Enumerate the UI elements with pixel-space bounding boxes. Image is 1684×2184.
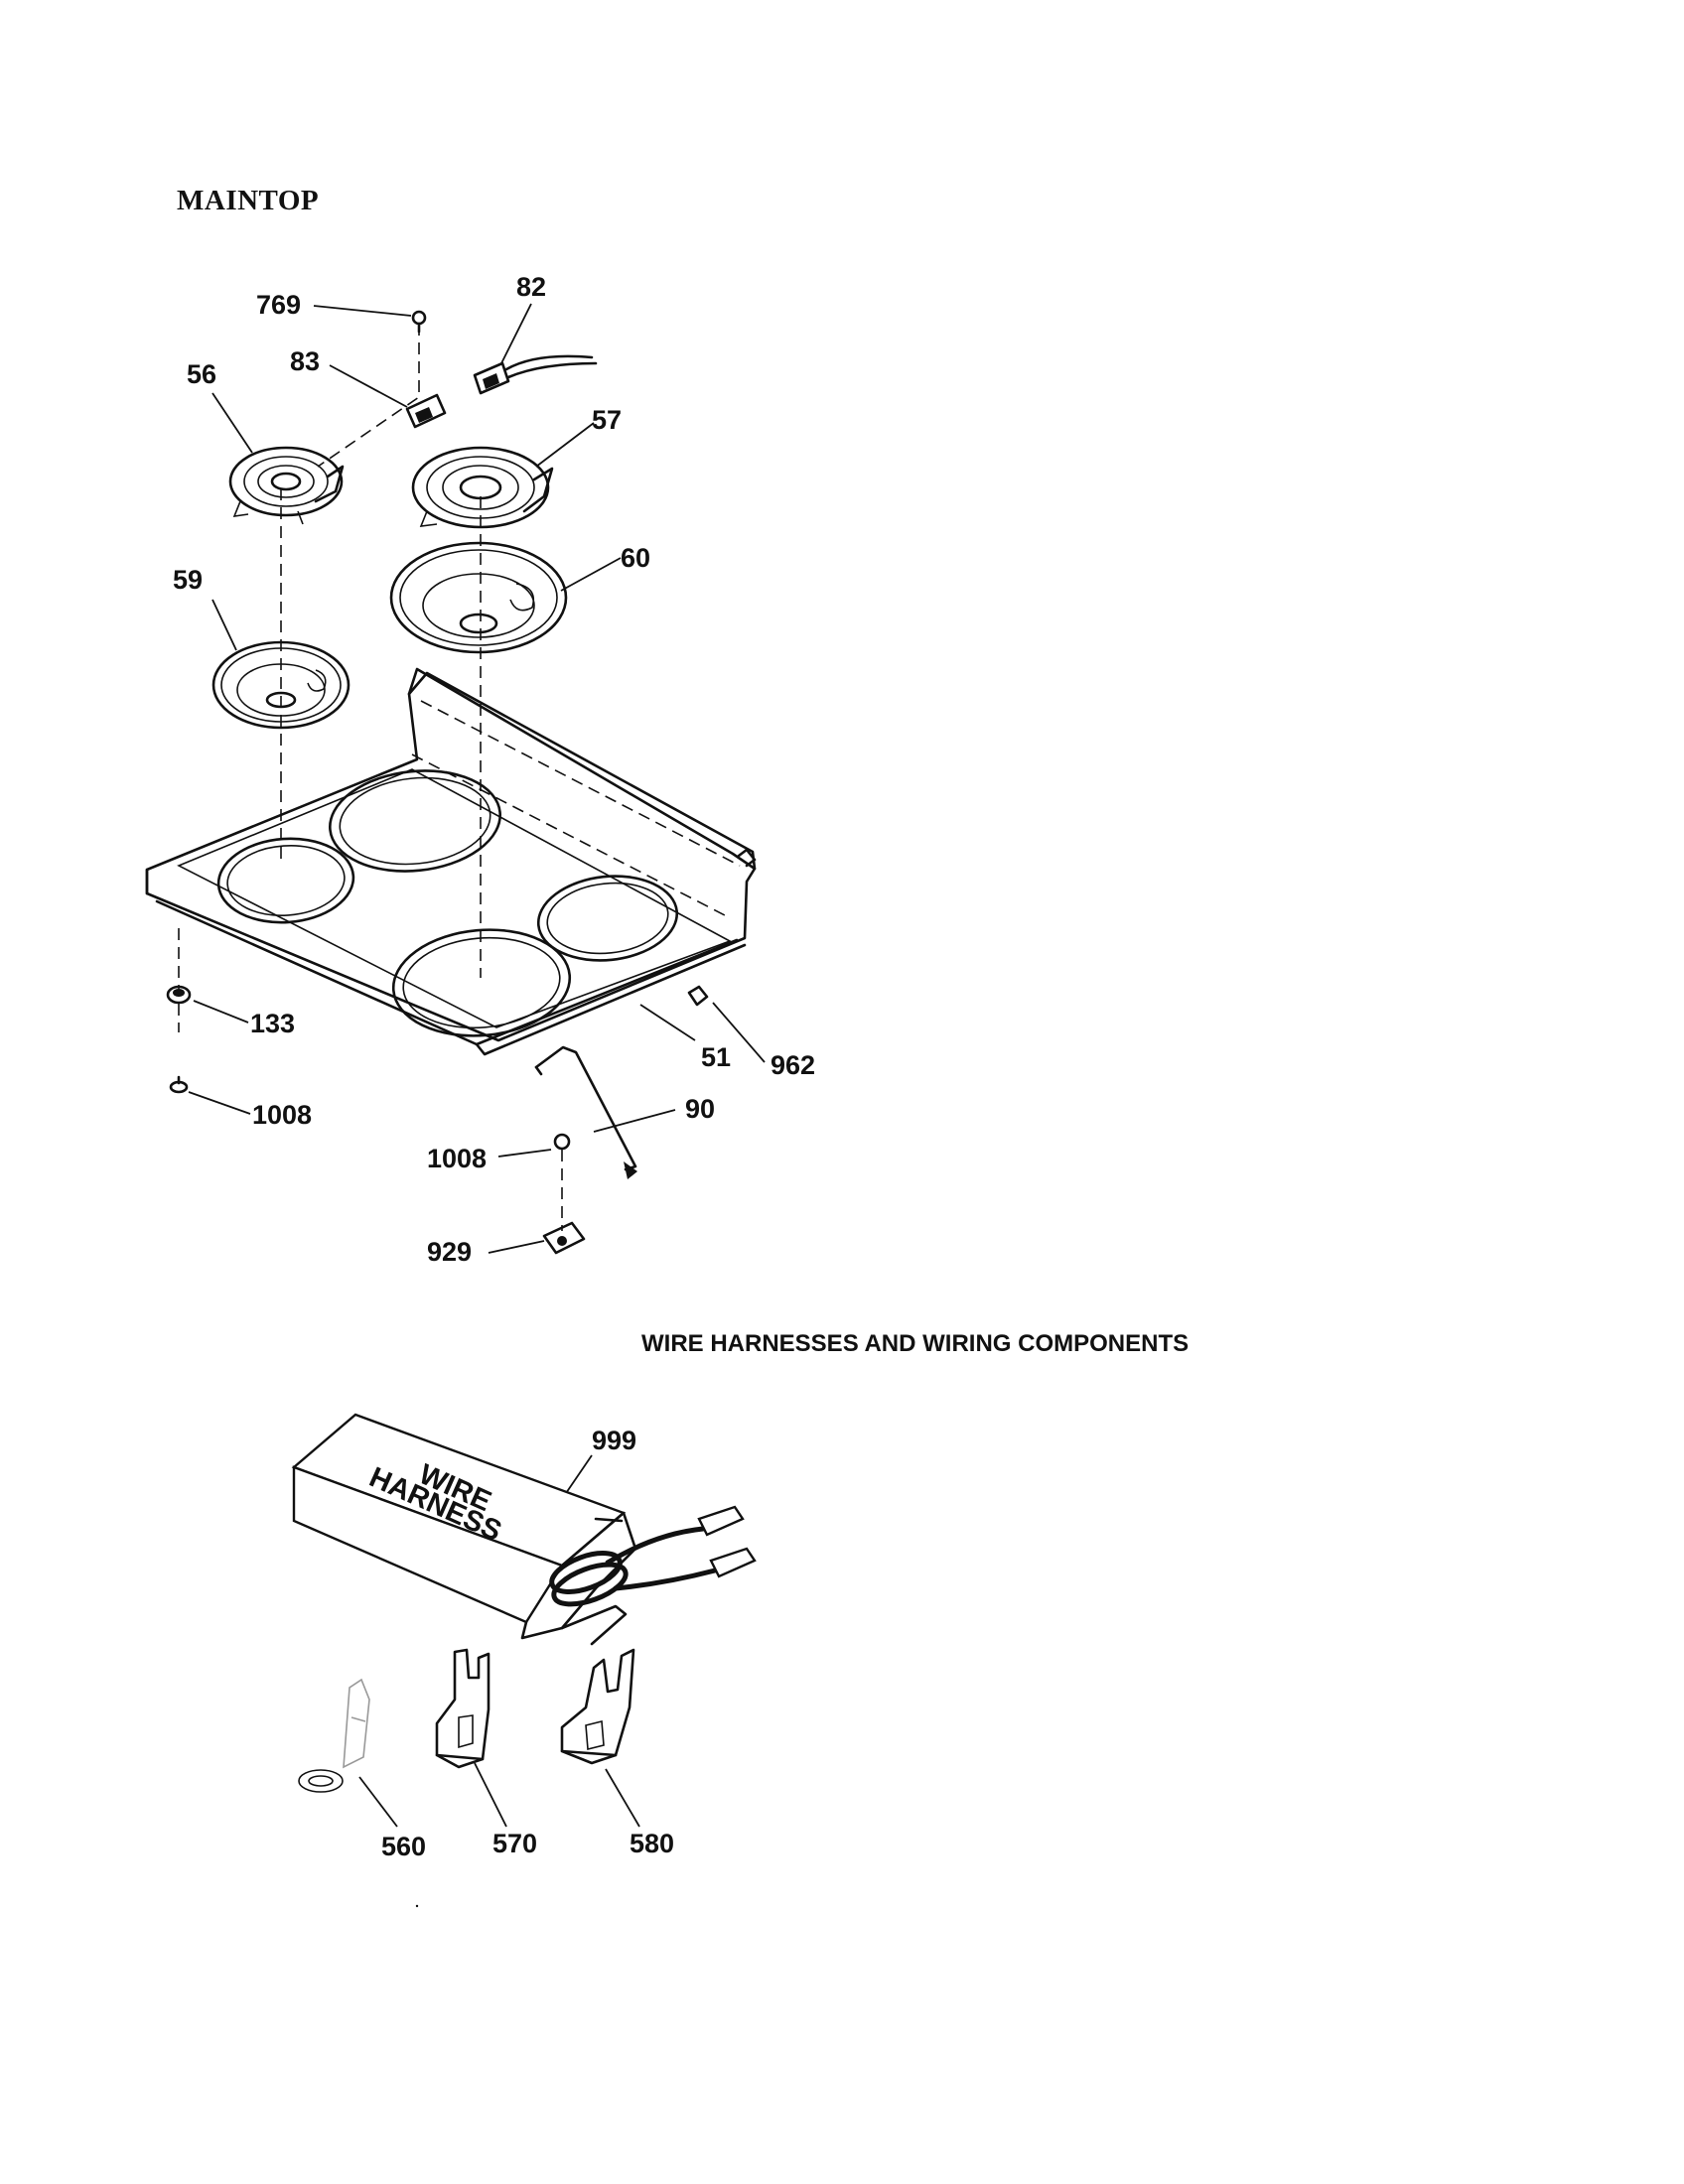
callout-1008-right: 1008 — [427, 1144, 487, 1173]
page-title: MAINTOP — [177, 185, 320, 216]
ring-terminal-560 — [298, 1678, 370, 1793]
drip-pan-60 — [389, 541, 568, 654]
surface-unit-56 — [228, 446, 345, 525]
rod-90 — [534, 1045, 637, 1179]
callout-560: 560 — [381, 1832, 426, 1861]
wire-harness-box-999: WIRE HARNESS — [291, 1413, 757, 1646]
callout-51: 51 — [701, 1042, 731, 1072]
maintop-panel — [145, 667, 757, 1056]
callout-59: 59 — [173, 565, 203, 595]
callout-90: 90 — [685, 1094, 715, 1124]
leveling-leg-133 — [166, 985, 192, 1005]
callout-1008-left: 1008 — [252, 1100, 312, 1130]
terminal-block-83 — [405, 393, 447, 429]
bracket-929 — [542, 1221, 586, 1255]
callout-133: 133 — [250, 1009, 295, 1038]
callout-999: 999 — [592, 1426, 636, 1455]
surface-unit-57 — [411, 446, 554, 529]
centerline-terminal — [317, 324, 420, 468]
terminal-580 — [560, 1648, 635, 1765]
callout-580: 580 — [630, 1829, 674, 1858]
callout-962: 962 — [771, 1050, 815, 1080]
callout-56: 56 — [187, 359, 216, 389]
callout-57: 57 — [592, 405, 622, 435]
callout-929: 929 — [427, 1237, 472, 1267]
terminal-570 — [435, 1648, 491, 1769]
wiring-section-title: WIRE HARNESSES AND WIRING COMPONENTS — [641, 1330, 1190, 1357]
screw-769 — [411, 310, 427, 334]
callout-82: 82 — [516, 272, 546, 302]
screw-1008-left — [169, 1075, 189, 1094]
plug-82 — [473, 354, 598, 395]
callout-769: 769 — [256, 290, 301, 320]
clip-962 — [687, 985, 709, 1007]
screw-1008-right — [553, 1133, 571, 1231]
callout-60: 60 — [621, 543, 650, 573]
callout-570: 570 — [492, 1829, 537, 1858]
callout-83: 83 — [290, 346, 320, 376]
